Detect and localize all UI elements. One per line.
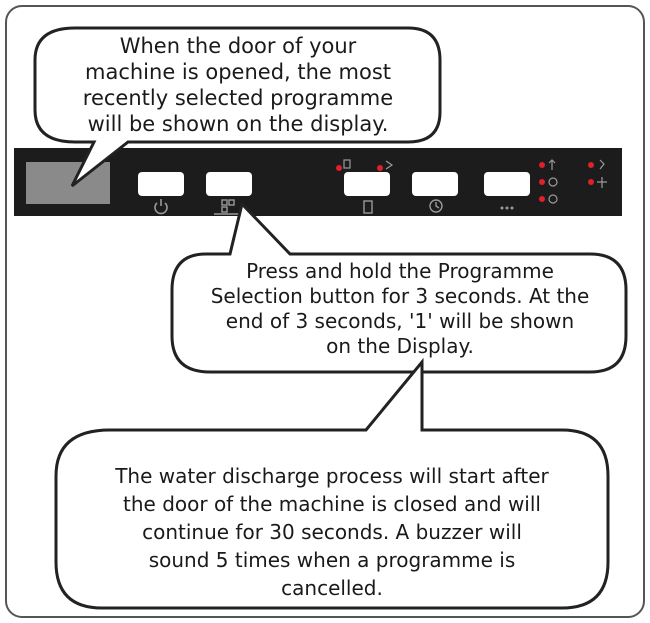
- discharge-note-line: sound 5 times when a programme is: [148, 548, 516, 572]
- programme-icon: [214, 199, 240, 215]
- hold-note-line: end of 3 seconds, '1' will be shown: [225, 309, 575, 333]
- discharge-note-line: continue for 30 seconds. A buzzer will: [142, 520, 522, 544]
- indicator-group-1: [336, 159, 394, 171]
- discharge-note-bubble: [54, 357, 610, 610]
- discharge-note-line: cancelled.: [281, 576, 383, 600]
- power-button[interactable]: [138, 172, 184, 196]
- indicator-light: [539, 179, 545, 185]
- function-button[interactable]: [484, 172, 530, 196]
- power-icon: [154, 199, 168, 215]
- hold-note-line: on the Display.: [326, 334, 474, 358]
- hold-note-bubble: [170, 200, 628, 374]
- indicator-light: [588, 162, 594, 168]
- hold-note-line: Press and hold the Programme: [246, 259, 554, 283]
- cycle-indicator-icon: [548, 194, 558, 204]
- salt-indicator-icon: [548, 159, 556, 170]
- display-note-text: When the door of your machine is opened,…: [46, 33, 430, 137]
- half-load-button[interactable]: [344, 172, 390, 196]
- hold-note-line: Selection button for 3 seconds. At the: [210, 284, 590, 308]
- discharge-note-line: the door of the machine is closed and wi…: [123, 492, 541, 516]
- indicator-light: [377, 165, 383, 171]
- display-note-line: When the door of your: [119, 34, 357, 58]
- rinse-aid-indicator-icon: [599, 159, 605, 170]
- control-panel: [14, 148, 622, 216]
- dots-icon: [500, 206, 514, 210]
- display-note-line: will be shown on the display.: [87, 112, 389, 136]
- programme-selection-button[interactable]: [206, 172, 252, 196]
- timer-indicator-icon: [548, 177, 558, 187]
- display-note-bubble: [33, 26, 442, 188]
- indicator-light: [588, 179, 594, 185]
- status-indicators: [539, 159, 607, 204]
- indicator-light: [539, 196, 545, 202]
- discharge-note-text: The water discharge process will start a…: [66, 462, 598, 602]
- clock-icon: [429, 199, 443, 213]
- indicator-light: [539, 162, 545, 168]
- indicator-light: [336, 165, 342, 171]
- display-note-line: machine is opened, the most: [85, 60, 391, 84]
- rinse-indicator-icon: [385, 160, 394, 170]
- half-load-icon: [363, 200, 373, 214]
- discharge-note-line: The water discharge process will start a…: [115, 464, 549, 488]
- display-screen: [26, 162, 110, 204]
- delay-timer-button[interactable]: [412, 172, 458, 196]
- hold-note-text: Press and hold the Programme Selection b…: [182, 259, 618, 359]
- half-load-indicator-icon: [343, 159, 351, 169]
- display-note-line: recently selected programme: [82, 86, 394, 110]
- water-indicator-icon: [597, 177, 607, 188]
